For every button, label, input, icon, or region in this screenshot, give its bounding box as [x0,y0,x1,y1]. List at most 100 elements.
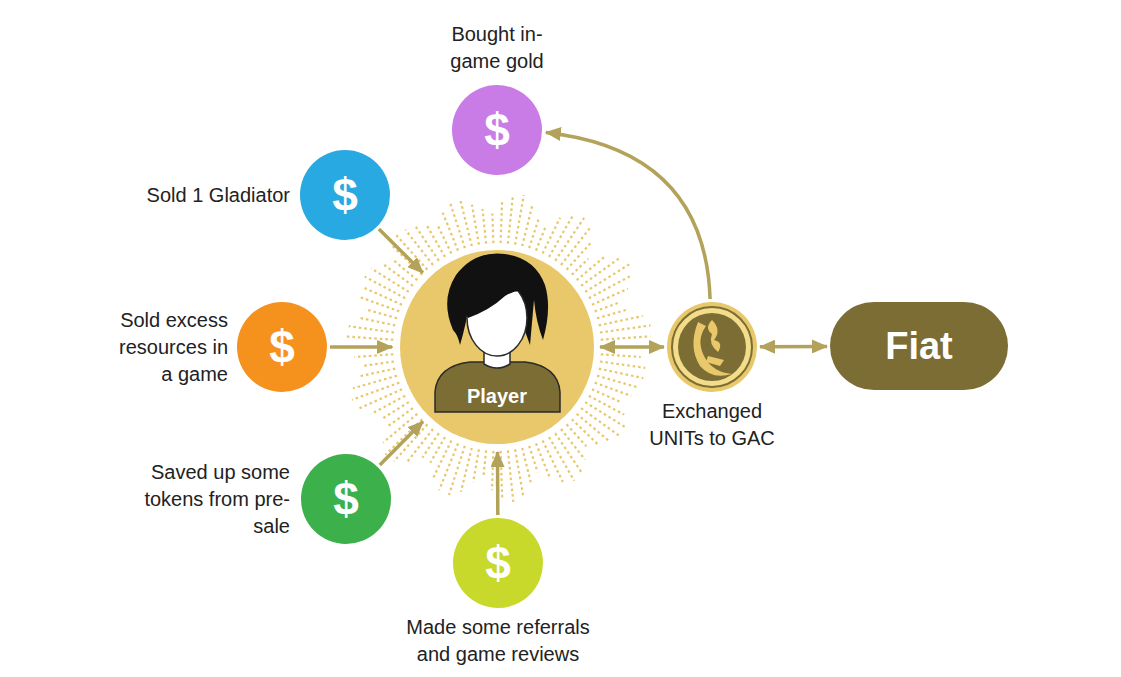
sun-ray [515,449,523,495]
sun-ray [371,396,405,414]
sun-ray [508,450,513,501]
dollar-sign: $ [484,107,510,153]
sun-ray [592,389,620,401]
money-circle: Saved up some tokens from pre-sale$ [301,454,391,544]
sun-ray [599,369,644,379]
sun-ray [492,214,493,244]
player-disc [400,250,594,444]
sun-ray [549,437,574,481]
sun-ray [585,264,629,292]
source-label: Sold 1 Gladiator [147,182,290,209]
sun-ray [600,325,651,332]
sun-ray [595,383,632,396]
coin-face [678,313,746,381]
sun-ray [536,226,546,250]
dollar-sign: $ [332,172,358,218]
sun-ray [572,419,599,445]
fiat-label: Fiat [885,325,953,368]
sun-ray [383,402,409,418]
sun-ray [358,389,402,408]
sun-ray [601,354,641,357]
sun-ray [383,264,413,286]
sun-ray [492,451,493,490]
money-circle: Sold excess resources in a game$ [237,302,327,392]
sun-ray [365,277,406,299]
sun-ray [589,396,624,415]
sun-ray [460,200,472,246]
sun-ray [597,376,639,388]
sun-ray [473,449,479,482]
sun-ray [483,209,487,244]
flow-arrow [496,452,500,515]
sun-ray [359,318,395,326]
flow-arrow [330,345,392,349]
coin-ring [672,307,752,387]
money-circle: Sold 1 Gladiator$ [300,150,390,240]
sun-ray [386,408,413,427]
source-label: Made some referrals and game reviews [396,614,601,668]
player-label: Player [400,385,594,408]
money-circle: Made some referrals and game reviews$ [453,518,543,608]
exchange-label: Exchanged UNITs to GAC [642,398,782,452]
flow-arrow [760,345,827,349]
coin-flame [708,320,720,352]
sun-ray [422,433,438,457]
sun-ray [522,203,533,246]
sun-ray [592,289,628,305]
sun-ray [439,443,458,490]
sun-ray [354,354,393,357]
sun-ray [362,362,394,367]
sun-ray [501,451,503,500]
dollar-sign: $ [485,540,511,586]
sun-ray [349,326,394,332]
sun-ray [361,297,400,311]
dollar-sign: $ [333,476,359,522]
flow-arrow [380,422,423,465]
source-label: Bought in-game gold [432,21,562,75]
money-circle: Bought in-game gold$ [452,85,542,175]
sun-ray [427,225,445,257]
sun-ray [555,218,584,261]
sun-ray [461,448,472,492]
flow-arrow [600,345,664,349]
sun-ray [353,376,397,389]
sun-ray [599,316,643,325]
sun-ray [529,446,538,472]
sun-ray [345,336,393,339]
sun-ray [597,309,629,318]
sun-ray [515,195,524,245]
sun-ray [383,414,417,443]
sun-ray [484,450,487,476]
sun-ray [561,429,585,460]
sun-ray [543,441,563,482]
sun-ray [450,202,465,248]
sun-ray [601,336,651,339]
sun-ray [543,218,561,254]
sun-ray [433,441,452,479]
sun-ray [449,446,465,495]
sun-ray [365,309,397,318]
sun-ray [352,383,399,400]
coin-rim [667,302,757,392]
sun-ray [522,448,531,483]
sun-ray [595,303,619,312]
dollar-sign: $ [269,324,295,370]
player-fringe [462,266,538,318]
sun-ray [361,369,396,376]
sun-ray [362,287,402,305]
sun-ray [501,201,503,243]
coin-mark [706,356,724,366]
source-label: Saved up some tokens from pre-sale [140,459,290,540]
sun-ray [536,443,549,476]
sun-ray [430,437,445,463]
sun-ray [600,362,645,368]
sun-ray [508,194,513,243]
sun-ray [472,205,479,245]
player-circle: Player [400,250,594,444]
sun-ray [567,424,587,446]
source-label: Sold excess resources in a game [116,307,228,388]
flow-arrow [379,229,423,273]
gac-coin: Exchanged UNITs to GAC [667,302,757,392]
sun-ray [577,257,605,281]
